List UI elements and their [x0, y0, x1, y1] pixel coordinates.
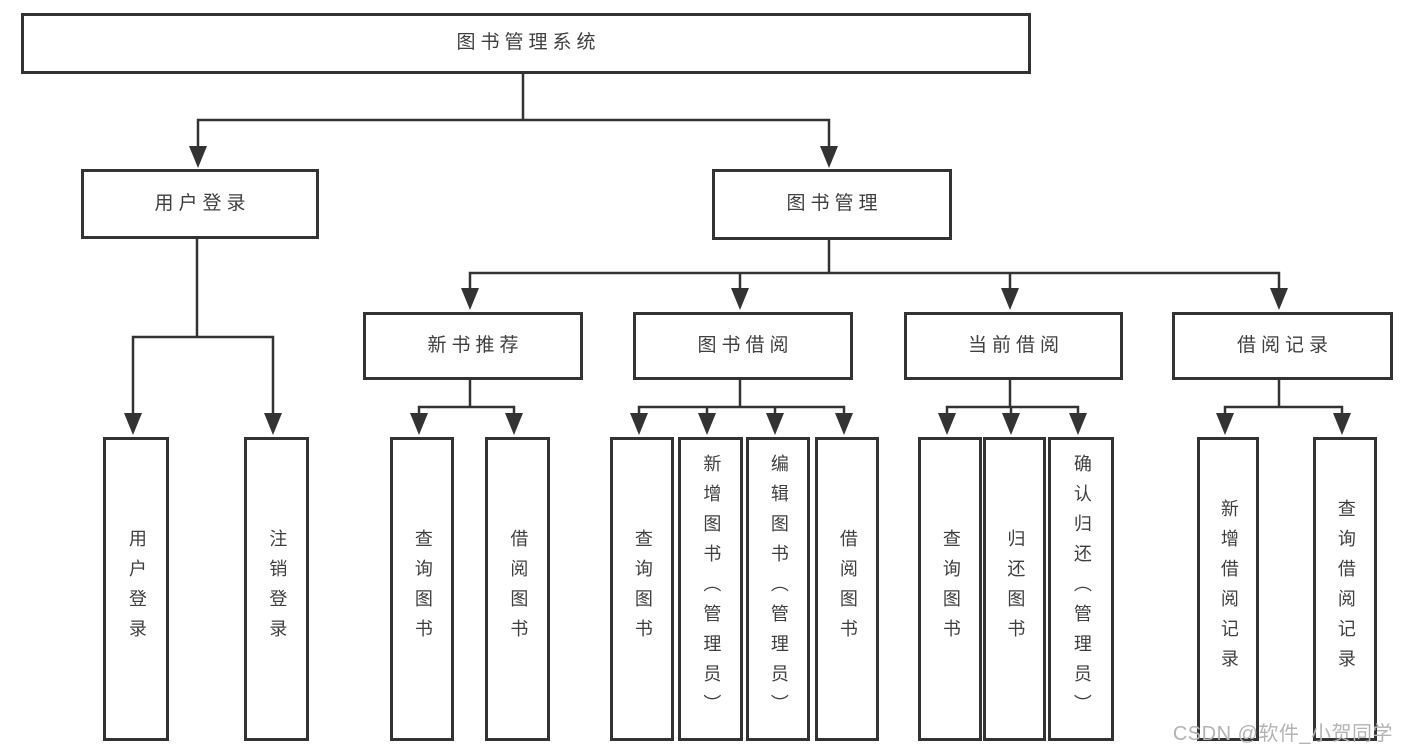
arrow-down-icon: [1270, 288, 1288, 310]
node-book-borrow-label: 图书借阅: [697, 334, 794, 356]
leaf-current-query-book-label: 查询图书: [940, 529, 961, 649]
connector-borrow-records-to-children: [1216, 374, 1351, 435]
arrow-down-icon: [1216, 413, 1234, 435]
leaf-current-query-book: 查询图书: [918, 437, 982, 741]
leaf-records-query-record: 查询借阅记录: [1313, 437, 1377, 741]
connector-current-borrow-to-children: [938, 374, 1087, 435]
arrow-down-icon: [938, 413, 956, 435]
arrow-down-icon: [264, 413, 282, 435]
leaf-records-query-record-label: 查询借阅记录: [1335, 499, 1356, 679]
arrow-down-icon: [189, 146, 207, 168]
leaf-borrow-query-book: 查询图书: [610, 437, 674, 741]
node-root-system: 图书管理系统: [21, 13, 1031, 74]
arrow-down-icon: [766, 413, 784, 435]
arrow-down-icon: [124, 413, 142, 435]
node-book-borrow: 图书借阅: [633, 312, 853, 380]
arrow-down-icon: [835, 413, 853, 435]
leaf-current-return-book-label: 归还图书: [1005, 529, 1026, 649]
leaf-recommend-borrow-book: 借阅图书: [485, 437, 550, 741]
leaf-current-return-book: 归还图书: [983, 437, 1046, 741]
node-user-login-label: 用户登录: [154, 192, 251, 214]
leaf-logout: 注销登录: [244, 437, 309, 741]
connector-user-login-to-children: [124, 233, 282, 435]
arrow-down-icon: [731, 288, 749, 310]
node-new-book-recommend: 新书推荐: [363, 312, 583, 380]
node-borrow-records-label: 借阅记录: [1236, 334, 1333, 356]
arrow-down-icon: [698, 413, 716, 435]
leaf-recommend-query-book-label: 查询图书: [412, 529, 433, 649]
leaf-records-add-record-label: 新增借阅记录: [1218, 499, 1239, 679]
arrow-down-icon: [1002, 413, 1020, 435]
arrow-down-icon: [630, 413, 648, 435]
node-root-system-label: 图书管理系统: [456, 32, 601, 54]
arrow-down-icon: [461, 288, 479, 310]
node-borrow-records: 借阅记录: [1172, 312, 1393, 380]
node-book-management: 图书管理: [712, 169, 952, 240]
connector-book-borrow-to-children: [630, 374, 853, 435]
leaf-borrow-edit-book-admin: 编辑图书（管理员）: [746, 437, 810, 741]
node-new-book-recommend-label: 新书推荐: [427, 334, 524, 356]
leaf-user-login-label: 用户登录: [126, 529, 147, 649]
node-book-management-label: 图书管理: [786, 193, 883, 215]
leaf-current-confirm-return-admin: 确认归还（管理员）: [1048, 437, 1114, 741]
leaf-borrow-edit-book-admin-label: 编辑图书（管理员）: [768, 454, 789, 724]
leaf-borrow-borrow-book-label: 借阅图书: [837, 529, 858, 649]
arrow-down-icon: [505, 413, 523, 435]
leaf-logout-label: 注销登录: [267, 529, 288, 649]
node-current-borrow: 当前借阅: [904, 312, 1123, 380]
arrow-down-icon: [1069, 413, 1087, 435]
leaf-borrow-add-book-admin: 新增图书（管理员）: [678, 437, 743, 741]
leaf-borrow-borrow-book: 借阅图书: [815, 437, 879, 741]
leaf-recommend-query-book: 查询图书: [390, 437, 454, 741]
node-user-login: 用户登录: [81, 169, 319, 239]
leaf-recommend-borrow-book-label: 借阅图书: [508, 529, 529, 649]
connector-root-to-level2: [189, 68, 838, 168]
leaf-user-login: 用户登录: [103, 437, 169, 741]
leaf-borrow-add-book-admin-label: 新增图书（管理员）: [701, 454, 722, 724]
connector-book-management-to-sections: [461, 234, 1288, 310]
arrow-down-icon: [410, 413, 428, 435]
arrow-down-icon: [1333, 413, 1351, 435]
connector-new-book-recommend-to-children: [410, 374, 523, 435]
leaf-records-add-record: 新增借阅记录: [1197, 437, 1259, 741]
leaf-borrow-query-book-label: 查询图书: [632, 529, 653, 649]
node-current-borrow-label: 当前借阅: [967, 334, 1064, 356]
csdn-watermark: CSDN @软件_小贺同学: [1172, 723, 1393, 745]
arrow-down-icon: [820, 146, 838, 168]
leaf-current-confirm-return-admin-label: 确认归还（管理员）: [1071, 454, 1092, 724]
arrow-down-icon: [1001, 288, 1019, 310]
